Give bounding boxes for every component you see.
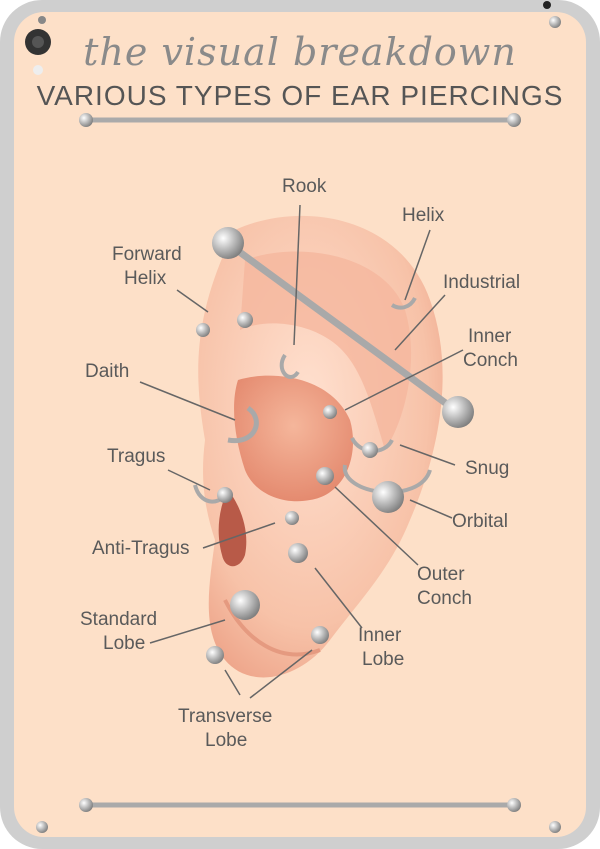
label-outer-conch-2: Conch (417, 588, 472, 609)
flash-icon (33, 65, 43, 75)
leader-lines (139, 204, 464, 699)
label-transverse-lobe-2: Lobe (205, 730, 248, 751)
label-inner-conch-1: Inner (468, 326, 512, 347)
label-industrial: Industrial (443, 272, 521, 293)
piercing-jewelry (193, 227, 474, 664)
label-standard-lobe-1: Standard (80, 609, 158, 630)
label-transverse-lobe-1: Transverse (178, 706, 273, 727)
label-snug: Snug (465, 458, 510, 479)
label-inner-lobe-2: Lobe (362, 649, 405, 670)
label-daith: Daith (85, 361, 130, 382)
label-tragus: Tragus (107, 446, 166, 467)
title-script: the visual breakdown (83, 30, 517, 74)
label-standard-lobe-2: Lobe (103, 633, 146, 654)
label-forward-helix-2: Helix (124, 268, 167, 289)
label-orbital: Orbital (452, 511, 508, 532)
label-inner-conch-2: Conch (463, 350, 518, 371)
label-anti-tragus: Anti-Tragus (92, 538, 190, 559)
page-title: VARIOUS TYPES OF EAR PIERCINGS (36, 80, 564, 111)
label-helix: Helix (402, 205, 445, 226)
label-forward-helix-1: Forward (112, 244, 182, 265)
label-rook: Rook (282, 176, 327, 197)
label-inner-lobe-1: Inner (358, 625, 402, 646)
ear-illustration (198, 215, 443, 678)
label-outer-conch-1: Outer (417, 564, 465, 585)
